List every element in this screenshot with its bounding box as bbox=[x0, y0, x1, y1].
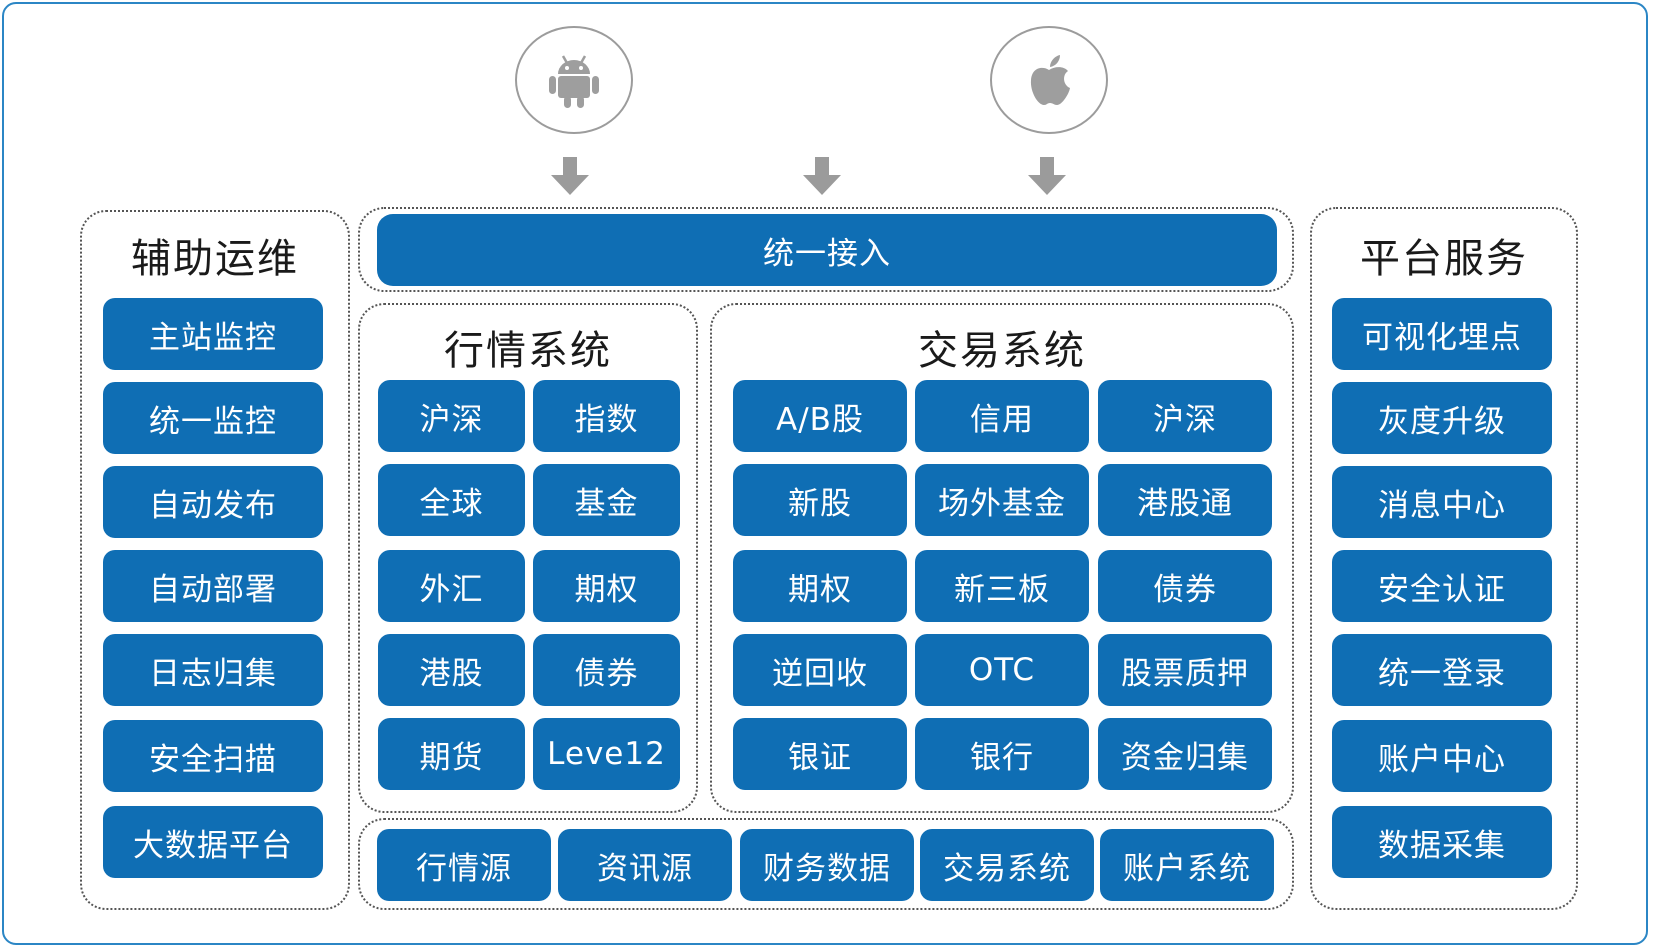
data-source-item[interactable]: 财务数据 bbox=[740, 829, 914, 901]
right-item-7[interactable]: 数据采集 bbox=[1332, 806, 1552, 878]
down-arrow-icon bbox=[551, 157, 589, 195]
trade-system-panel bbox=[710, 303, 1294, 813]
market-item[interactable]: 期货 bbox=[378, 718, 525, 790]
left-item-6[interactable]: 安全扫描 bbox=[103, 720, 323, 792]
market-item[interactable]: 期权 bbox=[533, 550, 680, 622]
left-item-7[interactable]: 大数据平台 bbox=[103, 806, 323, 878]
gateway-panel bbox=[358, 207, 1294, 292]
apple-circle bbox=[990, 26, 1108, 134]
market-item[interactable]: 沪深 bbox=[378, 380, 525, 452]
android-icon bbox=[549, 55, 599, 108]
market-item[interactable]: 全球 bbox=[378, 464, 525, 536]
market-system-title: 行情系统 bbox=[444, 328, 612, 374]
trade-item[interactable]: 信用 bbox=[915, 380, 1089, 452]
trade-item[interactable]: 期权 bbox=[733, 550, 907, 622]
right-panel bbox=[1310, 207, 1578, 910]
left-panel bbox=[80, 210, 350, 910]
trade-item[interactable]: 新三板 bbox=[915, 550, 1089, 622]
trade-item[interactable]: 债券 bbox=[1098, 550, 1272, 622]
left-item-3[interactable]: 自动发布 bbox=[103, 466, 323, 538]
market-system-panel bbox=[358, 303, 698, 813]
market-item[interactable]: 指数 bbox=[533, 380, 680, 452]
left-item-2[interactable]: 统一监控 bbox=[103, 382, 323, 454]
data-source-item[interactable]: 行情源 bbox=[377, 829, 551, 901]
trade-system-title: 交易系统 bbox=[918, 328, 1086, 374]
data-source-item[interactable]: 资讯源 bbox=[558, 829, 732, 901]
left-item-5[interactable]: 日志归集 bbox=[103, 634, 323, 706]
right-item-5[interactable]: 统一登录 bbox=[1332, 634, 1552, 706]
market-item[interactable]: 港股 bbox=[378, 634, 525, 706]
down-arrow-icon bbox=[1028, 157, 1066, 195]
trade-item[interactable]: 银行 bbox=[915, 718, 1089, 790]
right-panel-title: 平台服务 bbox=[1360, 236, 1528, 282]
data-source-item[interactable]: 交易系统 bbox=[920, 829, 1094, 901]
trade-item[interactable]: OTC bbox=[915, 634, 1089, 706]
market-item[interactable]: 债券 bbox=[533, 634, 680, 706]
market-item[interactable]: 外汇 bbox=[378, 550, 525, 622]
left-item-1[interactable]: 主站监控 bbox=[103, 298, 323, 370]
market-item[interactable]: 基金 bbox=[533, 464, 680, 536]
gateway-button[interactable]: 统一接入 bbox=[377, 214, 1277, 286]
trade-item[interactable]: 逆回收 bbox=[733, 634, 907, 706]
right-item-3[interactable]: 消息中心 bbox=[1332, 466, 1552, 538]
right-item-4[interactable]: 安全认证 bbox=[1332, 550, 1552, 622]
trade-item[interactable]: 港股通 bbox=[1098, 464, 1272, 536]
down-arrow-icon bbox=[803, 157, 841, 195]
trade-item[interactable]: 沪深 bbox=[1098, 380, 1272, 452]
right-item-6[interactable]: 账户中心 bbox=[1332, 720, 1552, 792]
trade-item[interactable]: 银证 bbox=[733, 718, 907, 790]
data-source-item[interactable]: 账户系统 bbox=[1100, 829, 1274, 901]
left-item-4[interactable]: 自动部署 bbox=[103, 550, 323, 622]
apple-icon bbox=[1030, 55, 1070, 105]
android-circle bbox=[515, 26, 633, 134]
right-item-2[interactable]: 灰度升级 bbox=[1332, 382, 1552, 454]
left-panel-title: 辅助运维 bbox=[131, 236, 299, 282]
trade-item[interactable]: 资金归集 bbox=[1098, 718, 1272, 790]
market-item[interactable]: Leve12 bbox=[533, 718, 680, 790]
data-sources-panel bbox=[358, 818, 1294, 910]
trade-item[interactable]: A/B股 bbox=[733, 380, 907, 452]
right-item-1[interactable]: 可视化埋点 bbox=[1332, 298, 1552, 370]
trade-item[interactable]: 新股 bbox=[733, 464, 907, 536]
trade-item[interactable]: 场外基金 bbox=[915, 464, 1089, 536]
trade-item[interactable]: 股票质押 bbox=[1098, 634, 1272, 706]
